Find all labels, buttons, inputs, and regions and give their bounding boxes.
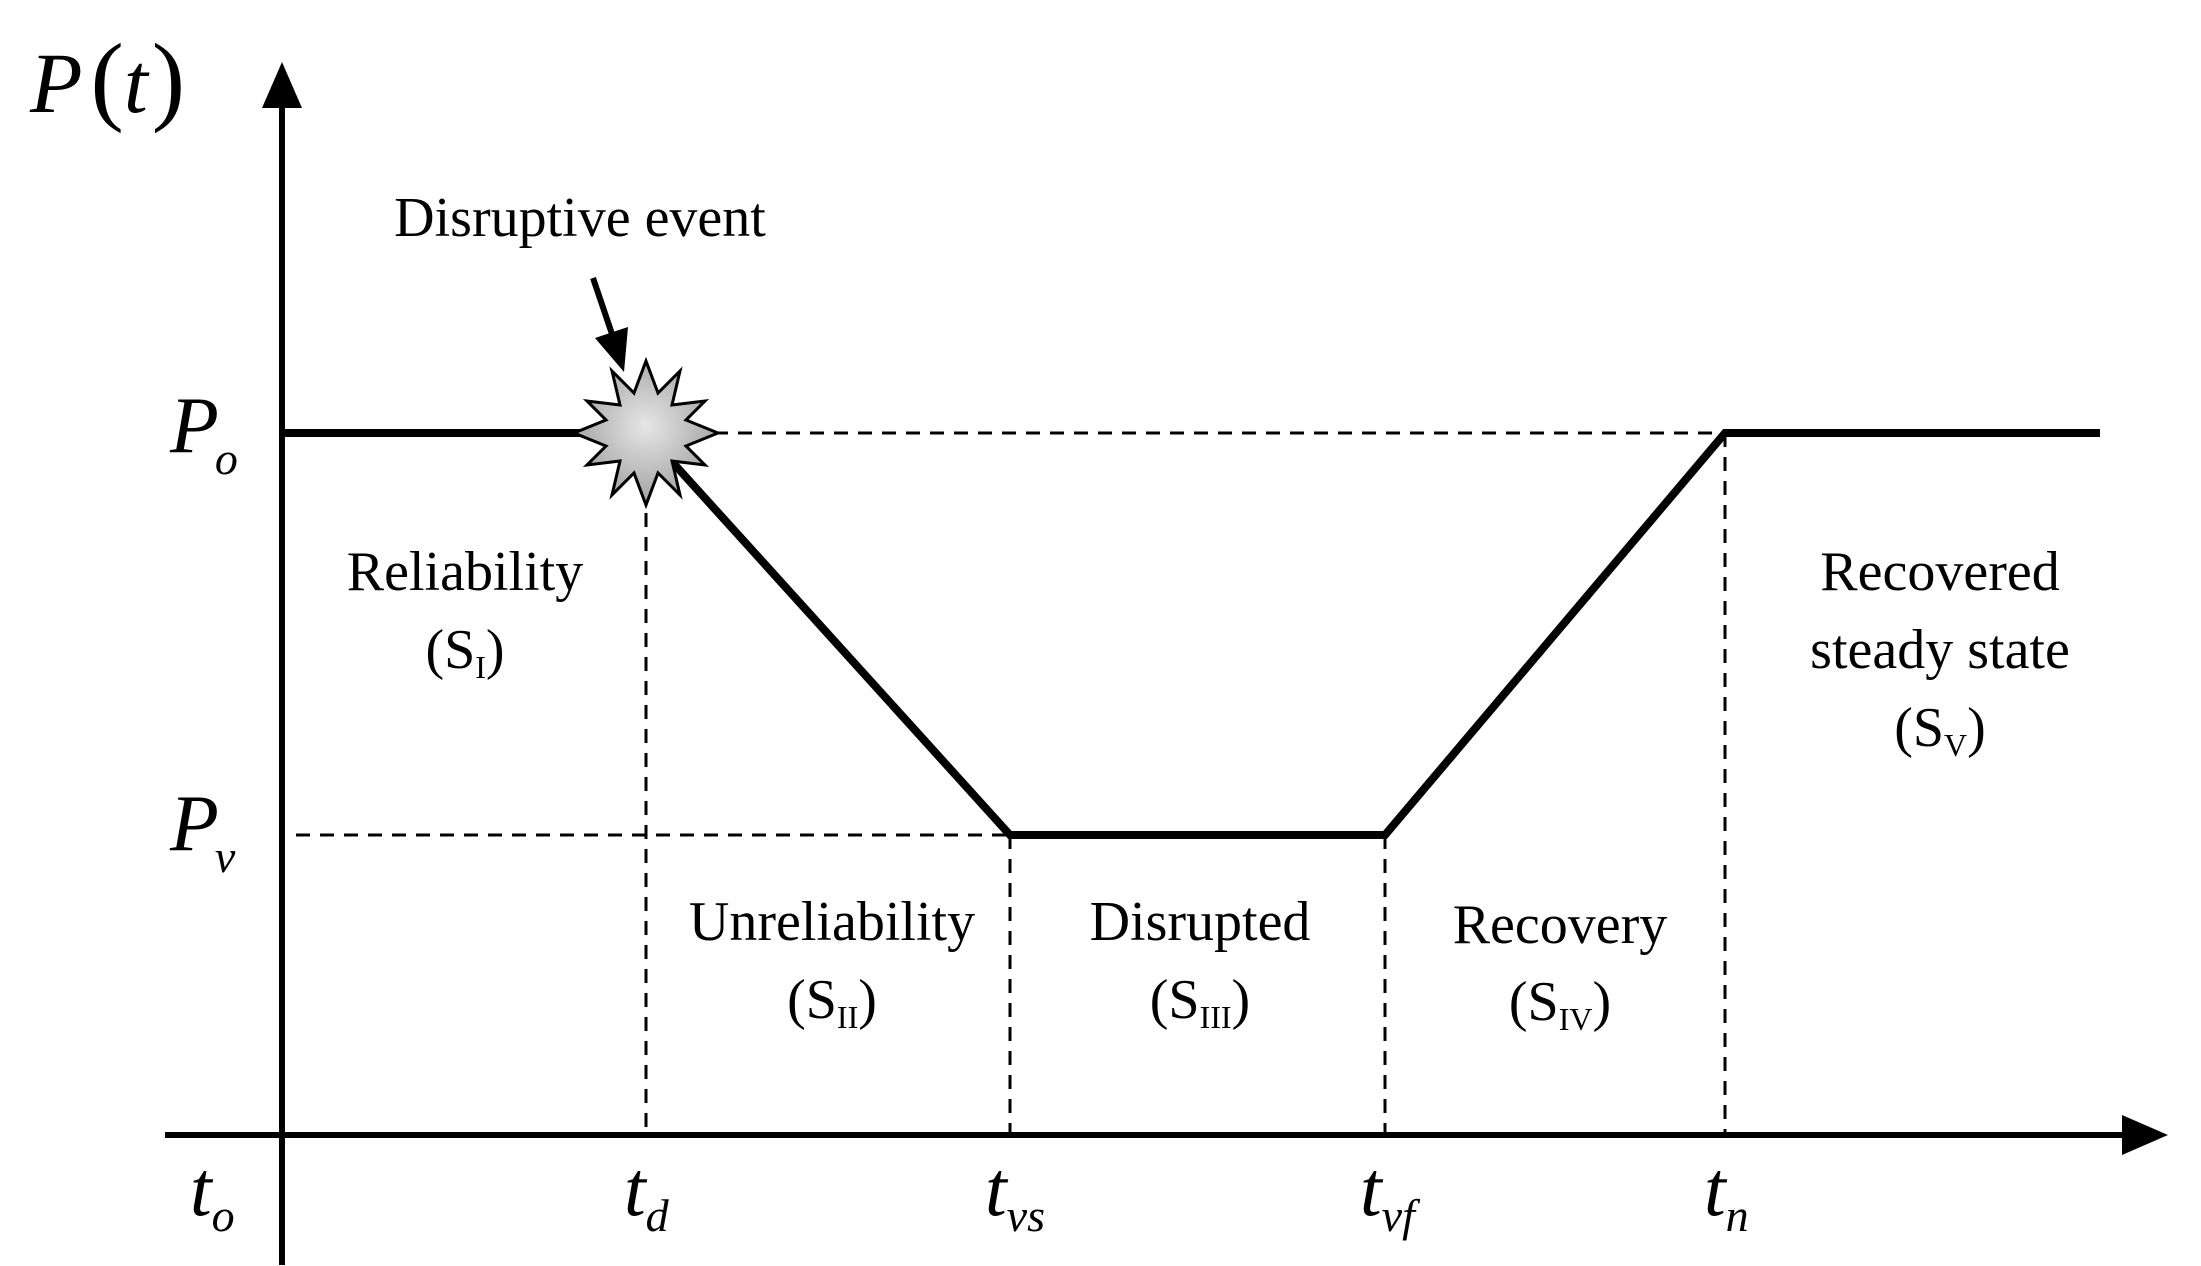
stage-recovered-line1: Recovered [1820,541,2059,603]
x-tick-td: td [624,1145,670,1241]
y-tick-po: Po [169,382,238,484]
stage-recovery-symbol: (SIV) [1509,971,1611,1037]
stage-disrupted-symbol: (SIII) [1150,969,1250,1035]
stage-reliability-symbol: (SI) [425,619,504,685]
x-tick-tvf: tvf [1360,1145,1421,1241]
y-axis-arrowhead [262,62,302,108]
stage-unreliability-name: Unreliability [689,891,975,953]
stage-unreliability-symbol: (SII) [787,969,877,1035]
stage-reliability-name: Reliability [347,541,583,603]
x-tick-tn: tn [1704,1145,1749,1241]
event-pointer-arrow-shaft [590,277,615,335]
x-tick-to: to [190,1145,235,1241]
event-pointer-arrow-head [595,327,628,372]
stage-recovered-line2: steady state [1810,619,2070,681]
y-tick-pv: Pv [169,780,236,882]
y-axis-title: P(t) [29,23,185,134]
stage-recovery-name: Recovery [1453,894,1668,956]
disruptive-event-label: Disruptive event [394,187,766,249]
explosion-burst-icon [570,356,722,510]
stage-disrupted-name: Disrupted [1090,891,1311,953]
x-tick-tvs: tvs [985,1145,1045,1241]
x-axis-arrowhead [2122,1115,2168,1155]
stage-recovered-symbol: (SV) [1894,697,1986,763]
